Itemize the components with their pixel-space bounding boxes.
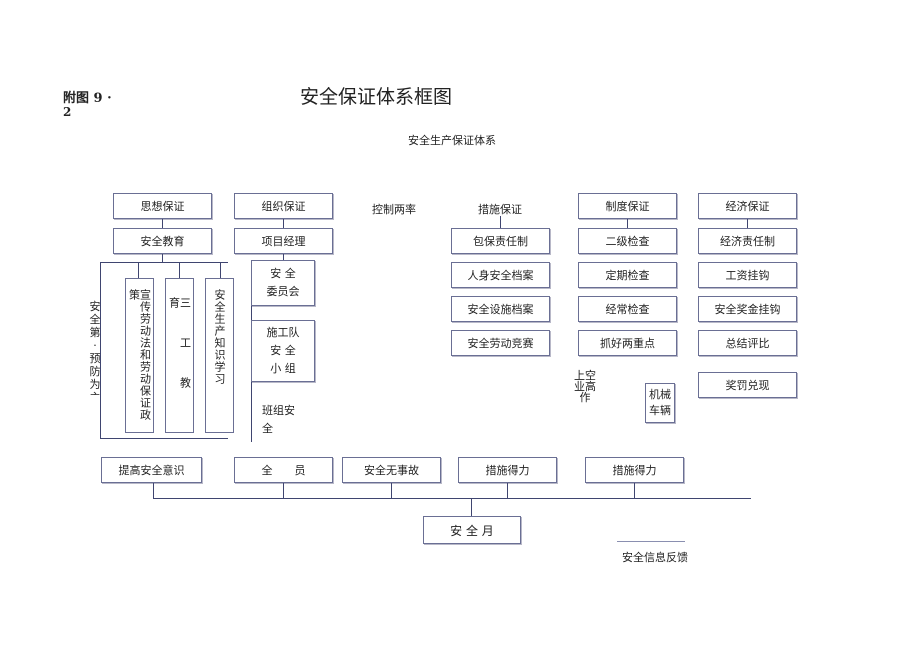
connector (627, 219, 628, 228)
organization-assurance-box: 组织保证 (234, 193, 333, 219)
feedback-line (617, 541, 685, 542)
two-key-points-box: 抓好两重点 (578, 330, 677, 356)
high-work-line1: 上空 (574, 369, 596, 382)
team-line3: 小 组 (270, 362, 296, 375)
personal-safety-file-box: 人身安全档案 (451, 262, 550, 288)
safety-knowledge-learning-box: 安全生产知识学习 (205, 278, 234, 433)
safety-facilities-file-box: 安全设施档案 (451, 296, 550, 322)
page-title: 安全保证体系框图 (300, 86, 453, 108)
diagram-subtitle: 安全生产保证体系 (408, 134, 496, 147)
labor-law-publicity-label: 宣传劳动法和劳动保证政策 (127, 289, 152, 421)
safety-committee-box: 安 全 委员会 (251, 260, 315, 306)
effective-measures-box-1: 措施得力 (458, 457, 557, 483)
project-manager-box: 项目经理 (234, 228, 333, 254)
high-work-line3: 作 (579, 391, 591, 404)
safety-committee-line2: 委员会 (266, 285, 300, 298)
periodic-inspection-box: 定期检查 (578, 262, 677, 288)
connector (283, 219, 284, 228)
all-staff-box: 全 员 (234, 457, 333, 483)
vehicle-line1: 机械 (649, 388, 671, 401)
economic-responsibility-box: 经济责任制 (698, 228, 797, 254)
thought-assurance-box: 思想保证 (113, 193, 212, 219)
connector (283, 254, 284, 260)
connector (634, 483, 635, 499)
connector (179, 262, 180, 278)
wage-linkage-box: 工资挂钩 (698, 262, 797, 288)
team-line2: 安 全 (270, 344, 296, 357)
rewards-penalties-box: 奖罚兑现 (698, 372, 797, 398)
three-level-education-label: 三 工 教 育 (167, 297, 192, 396)
connector (100, 438, 228, 439)
economic-assurance-box: 经济保证 (698, 193, 797, 219)
summary-evaluation-box: 总结评比 (698, 330, 797, 356)
system-assurance-box: 制度保证 (578, 193, 677, 219)
no-accident-box: 安全无事故 (342, 457, 441, 483)
safety-knowledge-learning-label: 安全生产知识学习 (213, 289, 226, 385)
machinery-vehicle-box: 机械 车辆 (645, 383, 675, 423)
team-line1: 施工队 (266, 326, 300, 339)
squad-line2: 全 (262, 422, 273, 435)
figure-caption-number: 2 (63, 105, 72, 119)
connector (391, 483, 392, 499)
connector (283, 483, 284, 499)
connector (220, 262, 221, 278)
high-altitude-work-text: 上空 业高 作 (572, 370, 598, 403)
safety-bonus-linkage-box: 安全奖金挂钩 (698, 296, 797, 322)
squad-safety-text: 班组安 全 (262, 402, 306, 438)
measures-assurance-label: 措施保证 (478, 203, 522, 216)
safety-education-box: 安全教育 (113, 228, 212, 254)
high-work-line2: 业高 (574, 380, 596, 393)
connector (500, 216, 501, 228)
improve-safety-awareness-box: 提高安全意识 (101, 457, 202, 483)
connector (162, 254, 163, 262)
responsibility-system-box: 包保责任制 (451, 228, 550, 254)
effective-measures-box-2: 措施得力 (585, 457, 684, 483)
safety-month-box: 安 全 月 (423, 516, 521, 544)
safety-committee-line1: 安 全 (270, 267, 296, 280)
connector-bus (153, 498, 751, 499)
safety-info-feedback-label: 安全信息反馈 (622, 551, 688, 564)
connector (100, 262, 101, 438)
vehicle-line2: 车辆 (649, 404, 671, 417)
safety-first-prevention-text: 安全第 · 预防为主 (89, 300, 101, 395)
regular-inspection-box: 经常检查 (578, 296, 677, 322)
connector (747, 219, 748, 228)
connector (100, 262, 228, 263)
labor-law-publicity-box: 宣传劳动法和劳动保证政策 (125, 278, 154, 433)
safety-labor-competition-box: 安全劳动竞赛 (451, 330, 550, 356)
connector (138, 262, 139, 278)
figure-caption-label: 附图 9 · (63, 91, 112, 106)
construction-team-safety-group-box: 施工队 安 全 小 组 (251, 320, 315, 382)
connector (162, 219, 163, 228)
three-level-education-box: 三 工 教 育 (165, 278, 194, 433)
control-two-rates-label: 控制两率 (372, 203, 416, 216)
connector (507, 483, 508, 499)
connector (153, 483, 154, 499)
squad-line1: 班组安 (262, 404, 295, 417)
connector (471, 498, 472, 516)
two-level-inspection-box: 二级检查 (578, 228, 677, 254)
